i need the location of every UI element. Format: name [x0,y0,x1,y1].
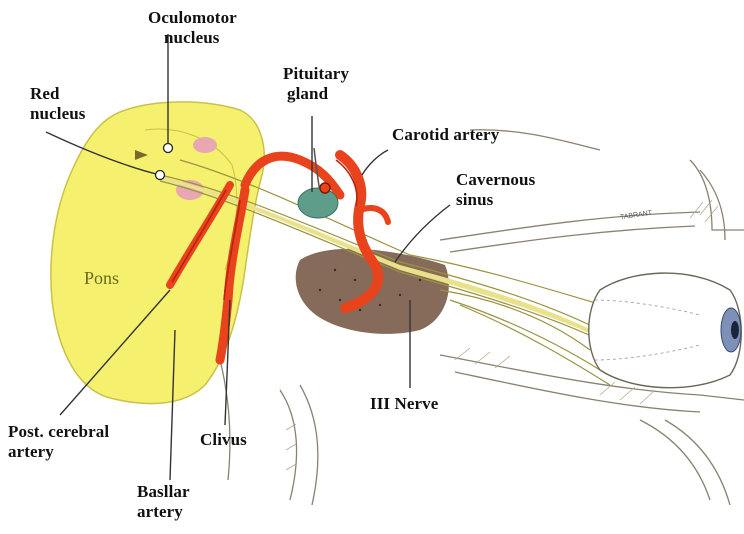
label-post-cerebral-artery: Post. cerebral artery [8,422,109,462]
label-red-nucleus: Red nucleus [30,84,86,124]
label-pons: Pons [84,268,119,289]
label-pituitary-gland: Pituitary gland [283,64,349,104]
label-cavernous-sinus: Cavernous sinus [456,170,535,210]
oculomotor-nucleus-marker [164,144,173,153]
label-pituitary-gland-line2: gland [283,84,349,104]
label-clivus: Clivus [200,430,247,450]
oculomotor-nucleus-shape [193,137,217,153]
label-iii-nerve: III Nerve [370,394,438,414]
label-post-cerebral-artery-line2: artery [8,442,109,462]
red-nucleus-marker [156,171,165,180]
label-basilar-artery: Basllar artery [137,482,190,522]
label-post-cerebral-artery-line1: Post. cerebral [8,422,109,442]
label-oculomotor-nucleus-line2: nucleus [148,28,237,48]
label-basilar-artery-line1: Basllar [137,482,190,502]
pituitary-gland-shape [298,188,338,218]
label-pituitary-gland-line1: Pituitary [283,64,349,84]
carotid-cross-section [320,183,330,193]
label-oculomotor-nucleus: Oculomotor nucleus [148,8,237,48]
label-cavernous-sinus-line2: sinus [456,190,535,210]
eyeball [589,273,742,388]
label-red-nucleus-line2: nucleus [30,104,86,124]
label-oculomotor-nucleus-line1: Oculomotor [148,8,237,28]
label-cavernous-sinus-line1: Cavernous [456,170,535,190]
label-carotid-artery: Carotid artery [392,125,499,145]
label-basilar-artery-line2: artery [137,502,190,522]
carotid-branch-shape [360,208,388,222]
label-red-nucleus-line1: Red [30,84,86,104]
